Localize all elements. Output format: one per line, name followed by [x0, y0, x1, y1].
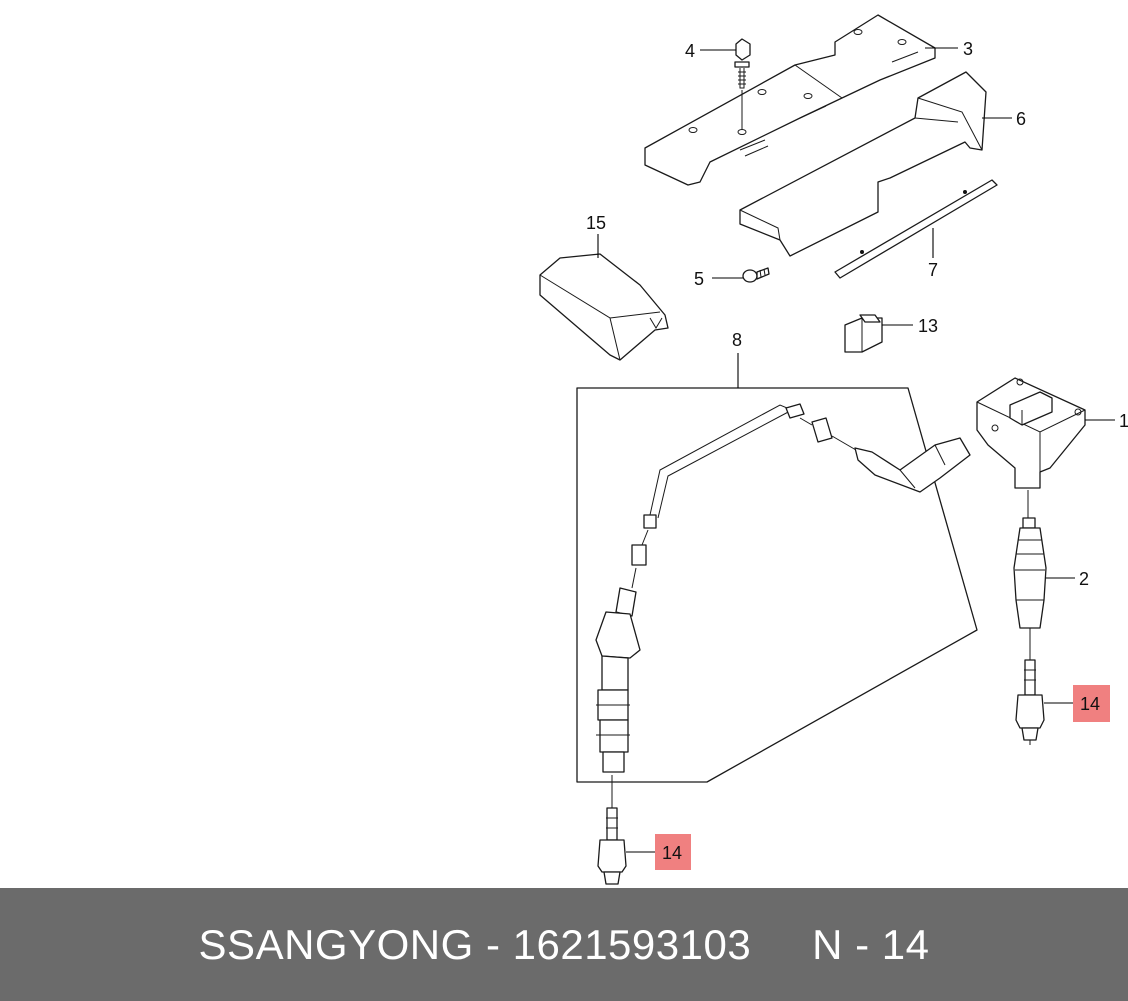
- position-code: N - 14: [812, 920, 930, 968]
- callout-7: 7: [928, 260, 938, 280]
- part-4-bolt: [734, 38, 751, 130]
- callout-8: 8: [732, 330, 742, 350]
- highlight-box-14-bottom: [655, 834, 691, 870]
- part-8-cable-frame: [576, 387, 978, 783]
- part-number: 1621593103: [512, 920, 752, 968]
- callout-5: 5: [694, 269, 704, 289]
- callout-6: 6: [1016, 109, 1026, 129]
- part-1-ignition-coil: [976, 377, 1086, 489]
- highlight-box-14-right: [1073, 685, 1110, 722]
- part-info-footer: SSANGYONG - 1621593103 N - 14: [0, 888, 1128, 1001]
- part-7-gasket: [834, 179, 998, 279]
- callout-4: 4: [685, 41, 695, 61]
- leader-lines: [597, 47, 1115, 853]
- part-3-upper-cover: [644, 14, 936, 186]
- part-5-screw: [742, 267, 770, 283]
- part-6-lower-cover: [739, 71, 987, 257]
- callout-1: 1: [1119, 411, 1128, 431]
- callout-2: 2: [1079, 569, 1089, 589]
- callout-15: 15: [586, 213, 606, 233]
- callout-3: 3: [963, 39, 973, 59]
- footer-text: SSANGYONG - 1621593103 N - 14: [199, 921, 930, 969]
- brand-name: SSANGYONG: [198, 920, 474, 968]
- part-2-boot: [1013, 490, 1047, 660]
- part-14-spark-plug-bottom: [597, 775, 627, 885]
- separator: -: [485, 920, 501, 968]
- part-15-cap: [539, 253, 669, 361]
- callout-14-right: 14: [1080, 694, 1100, 714]
- part-13-clip: [844, 314, 883, 353]
- callout-13: 13: [918, 316, 938, 336]
- parts-diagram: 4 3 6 15 7 5 13 8 1 2 14 14: [539, 14, 1128, 885]
- callout-14-bottom: 14: [662, 843, 682, 863]
- part-14-spark-plug-right: [1015, 659, 1045, 745]
